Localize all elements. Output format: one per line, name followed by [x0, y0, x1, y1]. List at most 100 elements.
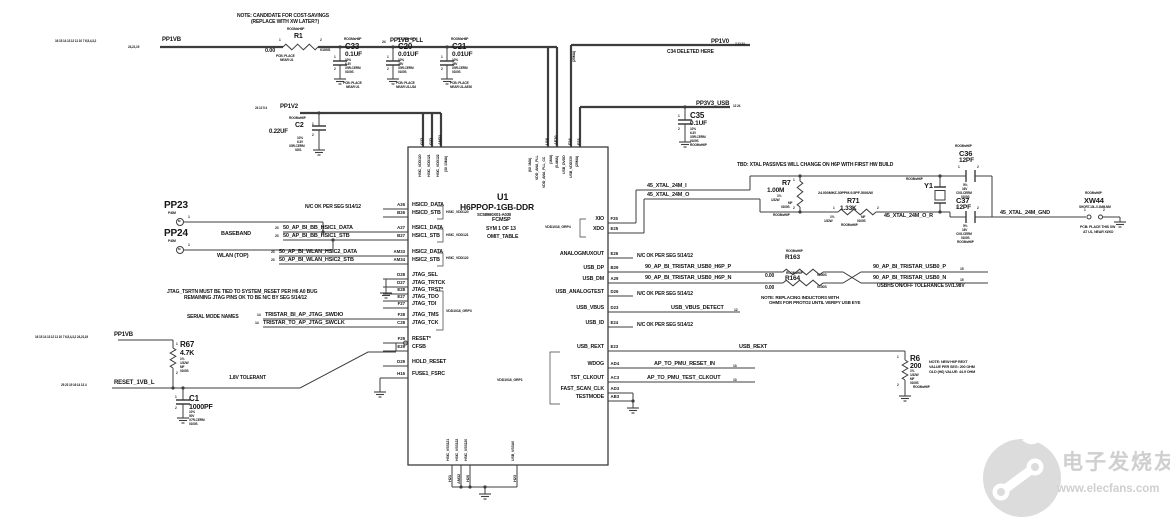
- tp-pp23-sub: P40M: [168, 211, 176, 215]
- swdio-ref: 14: [257, 313, 261, 317]
- testpoint-pp23: [176, 218, 184, 226]
- c20-pcb-2: NEAR U1-U16: [396, 85, 416, 89]
- r6-pin1: 1: [897, 355, 899, 359]
- pin-h20: H20: [464, 475, 470, 482]
- c1-t2: 50V: [189, 414, 195, 418]
- c33-pcb-2: NEAR U1: [346, 85, 360, 89]
- xw44-pin2: 2: [1103, 208, 1105, 212]
- junction-dot: [798, 210, 802, 214]
- r67-t4: 0100S: [180, 369, 189, 373]
- u1-pin-number-F25: F25: [610, 216, 618, 222]
- r6-value: 200: [910, 363, 922, 370]
- c37-pin2: 2: [977, 206, 979, 210]
- r71-t2: 1/32W: [824, 219, 833, 223]
- tst-ref: 13: [733, 378, 737, 382]
- net-reset: RESET_1VB_L: [114, 380, 155, 386]
- tp-pp24: PP24: [164, 228, 188, 239]
- c20-t1: 10%: [398, 58, 404, 62]
- c20-pcb-1: PCB: PLACE: [396, 81, 415, 85]
- c33-pcb-1: PCB: PLACE: [343, 81, 362, 85]
- u1-hsic-vdd-cur: (3X 13MA): [444, 155, 448, 172]
- net-bb-hsic1-stb: 50_AP_BI_BB_HSIC1_STB: [283, 233, 350, 239]
- c1-pin1: 1: [175, 395, 177, 399]
- u1-vss121: HSIC_VSS121: [446, 438, 450, 461]
- net-tstclk: AP_TO_PMU_TEST_CLKOUT: [647, 375, 721, 381]
- note-cost-2: (REPLACE WITH XW LATER?): [251, 19, 319, 25]
- note-rext-1: NOTE: NEW H6P REXT: [929, 360, 968, 364]
- u1-pin-number-AM34: AM34: [393, 257, 405, 263]
- u1-pin-number-AM33: AM33: [393, 249, 405, 255]
- pin-f24: F24: [566, 138, 572, 145]
- c2-pin1: 1: [312, 122, 314, 126]
- c37-t4: 0100S: [961, 236, 970, 240]
- c1-pin2: 2: [175, 406, 177, 410]
- u1-pin-number-AC3: AC3: [610, 375, 620, 381]
- c36-t2: 16V: [962, 187, 968, 191]
- pp1v2-refs: 24 12 5 4: [255, 106, 267, 110]
- r67-refdes: R67: [180, 340, 195, 349]
- net-usbp-r: 90_AP_BI_TRISTAR_USB0_P: [873, 264, 946, 270]
- note-nc-d26: N/C OK PER SEG 5/14/12: [637, 291, 693, 297]
- u1-vss122: HSIC_VSS122: [455, 438, 459, 461]
- pin-h21: H21: [446, 475, 452, 482]
- r164-refdes: R164: [785, 275, 800, 282]
- u1-vdd330: USB_VDD330: [568, 156, 573, 178]
- resistor-zigzag: [901, 359, 909, 381]
- note-usb-tol: USBHS ON/OFF TOLERANCE 5V/1.98V: [877, 283, 965, 289]
- note-ind-1: NOTE: REPLACING INDUCTORS WITH: [761, 295, 839, 300]
- c21-t1: 10%: [452, 58, 458, 62]
- capacitor-plates: [176, 60, 976, 405]
- u1-pin-number-D29: D29: [397, 359, 405, 365]
- u1-pin-number-AD3: AD3: [610, 386, 620, 392]
- r71-pin1: 1: [833, 206, 835, 210]
- u1-pin-name-FUSE1FSRC: FUSE1_FSRC: [412, 370, 445, 377]
- pin-h23: H23: [511, 475, 517, 482]
- r6-room: ROOMsH6P: [913, 385, 930, 389]
- lbl-serial-mode: SERIAL MODE NAMES: [187, 314, 239, 320]
- c2-room: ROOMsH6P: [289, 116, 306, 120]
- pin-am32: AM32: [455, 473, 461, 484]
- r71-t4: 0100S: [857, 219, 866, 223]
- xw44-pad2: [1098, 214, 1103, 220]
- xw44-room: ROOMsH6P: [1085, 191, 1102, 195]
- u1-pin-number-AB3: AB3: [610, 394, 620, 400]
- r67-t1: 1%: [180, 357, 185, 361]
- u1-hsic-vdd122: HSIC_VDD122: [446, 256, 469, 260]
- u1-hsic-vdd121-v: HSIC_VDD121: [427, 154, 431, 177]
- net-pp1vb-pll: PP1VB_PLL: [390, 38, 423, 44]
- watermark-cn: 电子发烧友: [1062, 451, 1170, 474]
- r1-room: ROOMsH6P: [287, 27, 305, 31]
- xw44-refdes: XW44: [1084, 196, 1104, 205]
- r163-refdes: R163: [785, 254, 800, 261]
- y1-refdes: Y1: [924, 181, 933, 190]
- c37-t1: 5%: [963, 224, 968, 228]
- r163-pkg: 0100S: [817, 273, 827, 277]
- u1-pin-number-B27: B27: [397, 233, 405, 239]
- r1-pcb-1: PCB: PLACE: [276, 54, 295, 58]
- c2-value: 0.22UF: [269, 129, 288, 135]
- u1-pin-name-USBID: USB_ID: [585, 319, 604, 326]
- xw44-pin1: 1: [1084, 208, 1086, 212]
- elecfans-logo: [983, 437, 1061, 517]
- c33-room: ROOMsH6P: [344, 37, 362, 41]
- pp1vb-pagerefs-1: 16 15 14 13 12 11 10 7 6,5,4,3,2: [55, 39, 97, 43]
- note-nc-hsicd: N/C OK PER SEG 5/14/12: [305, 204, 361, 210]
- resistor-zigzag: [782, 279, 824, 287]
- pp1vb2-refs: 16 15 14 13 12 11 10 7 6,5,4,3,2 24,21,1…: [35, 335, 89, 339]
- wl-stb-ref: 23: [271, 258, 275, 262]
- c20-pin1: 1: [387, 55, 389, 59]
- junction-dot: [317, 111, 321, 115]
- c35-pin1: 1: [678, 114, 680, 118]
- u1-vdd330-cur: (25MA): [575, 155, 579, 167]
- u1-pin-name-XIO: XIO: [595, 215, 604, 222]
- c35-refdes: C35: [690, 111, 705, 120]
- tp-pp24-pin: 1: [188, 243, 190, 247]
- y1-spec: 24.000MHZ-30PPM-9.5PF-500UW: [818, 191, 873, 195]
- net-pp1vb-r67: PP1VB: [114, 332, 133, 338]
- u1-pin-name-JTAGTMS: JTAG_TMS: [412, 311, 439, 318]
- r1-pkg: 0100S: [320, 48, 331, 52]
- u1-pin-name-HSICDDATA: HSICD_DATA: [412, 201, 444, 208]
- r7-t1: 1%: [777, 194, 782, 198]
- net-bb-hsic1-data: 50_AP_BI_BB_HSIC1_DATA: [283, 225, 353, 231]
